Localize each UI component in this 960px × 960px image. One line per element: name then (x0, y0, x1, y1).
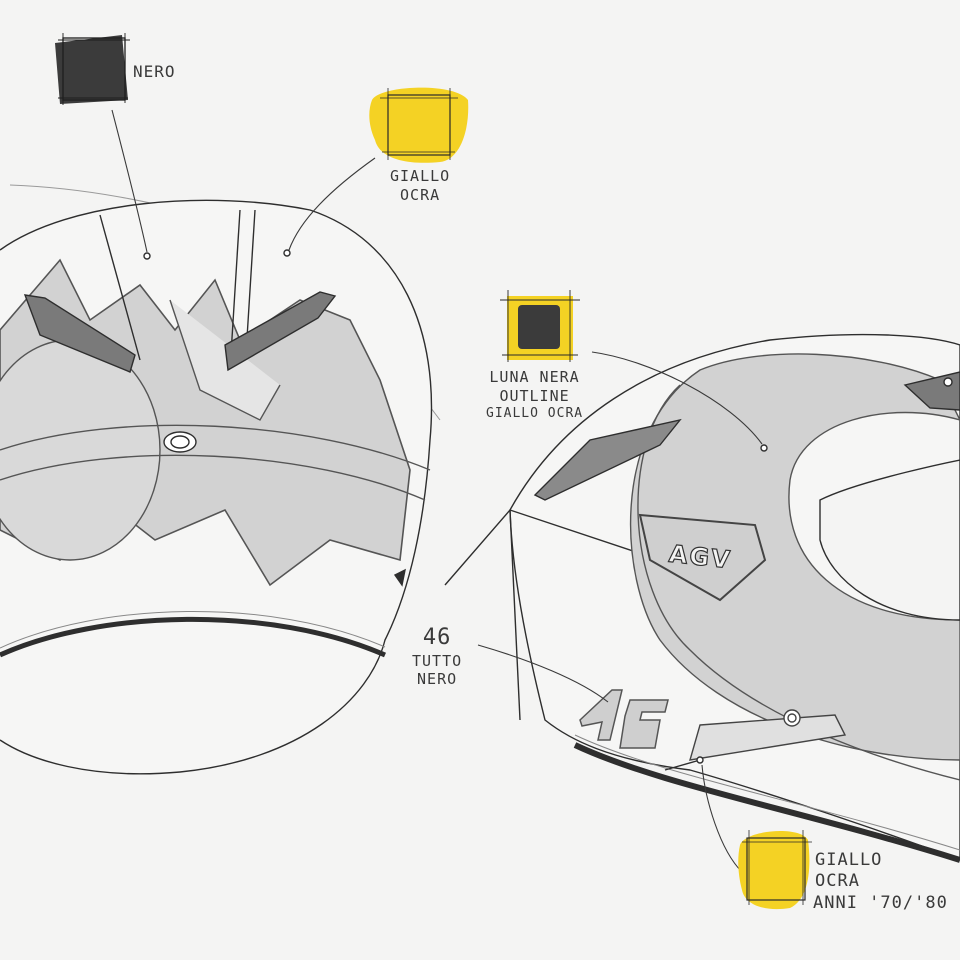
swatch-luna-nera (500, 290, 580, 362)
callout-luna-nera-line1: LUNA NERA (489, 368, 580, 386)
leader-46 (477, 644, 609, 703)
helmet-rear-view (0, 184, 441, 775)
rear-vent-right (224, 291, 337, 372)
swatch-nero (55, 33, 130, 105)
callout-nero-label: NERO (133, 62, 176, 81)
callout-46-line1: TUTTO (412, 651, 463, 670)
callout-nero: NERO (133, 62, 176, 82)
callout-giallo-ocra-bottom-line2: OCRA (815, 871, 860, 892)
callout-46-line2: NERO (417, 670, 458, 689)
leader-luna-nera (591, 351, 763, 445)
callout-46-tutto-nero: 46 TUTTO NERO (412, 624, 462, 689)
helmet-side-view (444, 333, 960, 863)
callout-luna-nera-line2: OUTLINE (499, 386, 570, 405)
agv-logo-text: AGV (668, 540, 733, 574)
leader-lines (111, 109, 763, 873)
leader-nero (111, 109, 148, 253)
rear-vent-left (23, 294, 136, 373)
callout-giallo-ocra-bottom: GIALLO OCRA ANNI '70/'80 (813, 850, 948, 914)
leader-giallo-top (288, 157, 376, 251)
swatch-giallo-ocra-top (369, 87, 469, 163)
agv-logo-badge (638, 513, 767, 602)
side-number-46-graphic (579, 689, 669, 749)
callout-giallo-ocra-top-line1: GIALLO (390, 167, 451, 185)
rear-rim (0, 616, 386, 658)
callout-46-number: 46 (422, 625, 452, 650)
side-moon-graphic (629, 353, 960, 761)
leader-giallo-bottom (701, 764, 743, 873)
callout-giallo-ocra-top: GIALLO OCRA (390, 167, 450, 205)
callout-luna-nera: LUNA NERA OUTLINE GIALLO OCRA (486, 368, 583, 422)
callout-giallo-ocra-bottom-line1: GIALLO (815, 850, 883, 870)
callout-giallo-ocra-top-line2: OCRA (400, 185, 441, 204)
callout-giallo-ocra-bottom-line3: ANNI '70/'80 (813, 892, 948, 913)
callout-luna-nera-line3: GIALLO OCRA (486, 405, 584, 421)
swatch-giallo-ocra-bottom (738, 830, 812, 910)
